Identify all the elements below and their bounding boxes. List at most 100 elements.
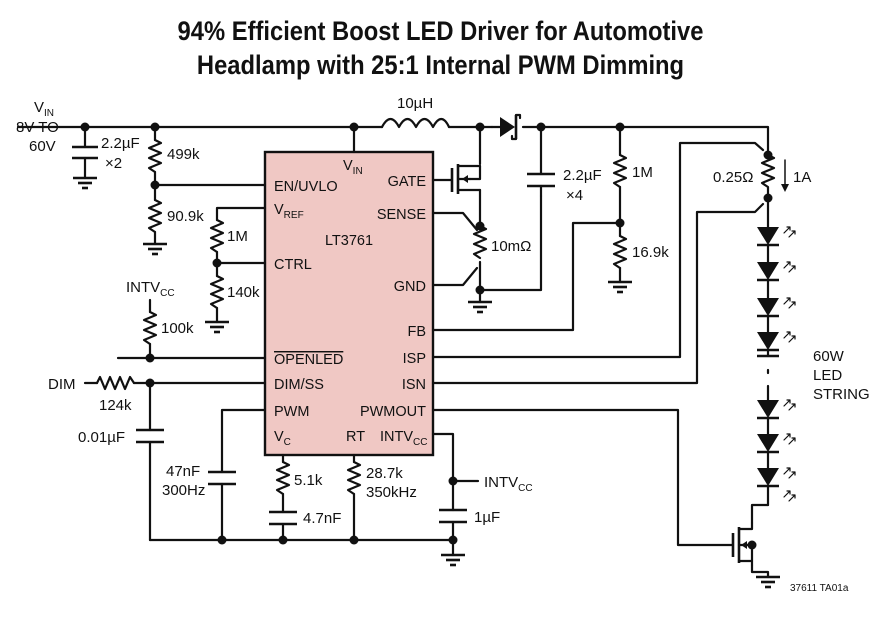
label-r-140k: 140k bbox=[227, 284, 260, 301]
figure-id: 37611 TA01a bbox=[790, 583, 849, 594]
label-inductor: 10µH bbox=[397, 95, 433, 112]
ic-part-number: LT3761 bbox=[325, 233, 373, 249]
label-r-1m-fb: 1M bbox=[632, 164, 653, 181]
input-capacitor bbox=[72, 145, 98, 160]
capacitor-4-7nf bbox=[269, 510, 297, 526]
capacitor-47nf bbox=[208, 470, 236, 486]
pin-intvcc: INTVCC bbox=[380, 429, 427, 448]
label-r-0-25ohm: 0.25Ω bbox=[713, 169, 753, 186]
ground-symbol bbox=[608, 280, 632, 294]
ground-symbol bbox=[756, 575, 780, 589]
resistor-5-1k bbox=[275, 460, 291, 496]
led bbox=[757, 467, 796, 488]
label-r-16-9k: 16.9k bbox=[632, 244, 669, 261]
inductor-10uh bbox=[380, 117, 451, 129]
label-c-1uf: 1µF bbox=[474, 509, 500, 526]
pin-pwm: PWM bbox=[274, 404, 309, 420]
label-vin: VIN bbox=[34, 99, 54, 119]
label-intvcc-right: INTVCC bbox=[484, 474, 533, 494]
title-line-1: 94% Efficient Boost LED Driver for Autom… bbox=[177, 16, 704, 46]
title-line-2: Headlamp with 25:1 Internal PWM Dimming bbox=[196, 50, 685, 80]
resistor-1m-fb bbox=[612, 153, 628, 189]
ground-symbol bbox=[468, 300, 492, 314]
label-led-string: STRING bbox=[813, 386, 870, 403]
label-r-499k: 499k bbox=[167, 146, 200, 163]
label-intvcc-left: INTVCC bbox=[126, 279, 175, 299]
label-vin-range-2: 60V bbox=[29, 138, 56, 155]
pin-en-uvlo: EN/UVLO bbox=[274, 179, 338, 195]
label-c-4-7nf: 4.7nF bbox=[303, 510, 341, 527]
pin-isp: ISP bbox=[403, 351, 426, 367]
pin-vc: VC bbox=[274, 429, 291, 448]
pin-isn: ISN bbox=[402, 377, 426, 393]
capacitor-output bbox=[527, 172, 555, 188]
label-freq-350khz: 350kHz bbox=[366, 484, 417, 501]
label-r-1m-ctrl: 1M bbox=[227, 228, 248, 245]
diagram-title: 94% Efficient Boost LED Driver for Autom… bbox=[0, 14, 881, 82]
resistor-100k bbox=[142, 310, 158, 346]
led bbox=[757, 261, 796, 282]
pin-vin: VIN bbox=[343, 158, 363, 177]
resistor-10mohm bbox=[472, 224, 488, 260]
led bbox=[757, 226, 796, 247]
label-r-100k: 100k bbox=[161, 320, 194, 337]
pin-ctrl: CTRL bbox=[274, 257, 312, 273]
label-cout-value: 2.2µF bbox=[563, 167, 602, 184]
label-cin-value: 2.2µF bbox=[101, 135, 140, 152]
label-r-90-9k: 90.9k bbox=[167, 208, 204, 225]
label-c-0-01uf: 0.01µF bbox=[78, 429, 125, 446]
ground-symbol bbox=[73, 176, 97, 190]
current-arrow bbox=[781, 159, 789, 192]
label-vin-range-1: 8V TO bbox=[16, 119, 59, 136]
label-cout-count: ×4 bbox=[566, 187, 583, 204]
label-led-type: LED bbox=[813, 367, 842, 384]
led-string bbox=[757, 226, 796, 502]
resistor-0-25ohm bbox=[760, 153, 776, 200]
schottky-diode bbox=[490, 113, 522, 141]
led bbox=[757, 297, 796, 318]
component-labels: VIN 8V TO 60V 2.2µF ×2 499k 90.9k 1M 140… bbox=[16, 95, 870, 594]
label-led-power: 60W bbox=[813, 348, 845, 365]
resistor-124k bbox=[95, 375, 136, 391]
pin-gate: GATE bbox=[388, 174, 427, 190]
led bbox=[783, 490, 796, 502]
resistor-1m-ctrl bbox=[209, 218, 225, 254]
ground-symbol bbox=[205, 320, 229, 334]
pin-dim-ss: DIM/SS bbox=[274, 377, 324, 393]
ic-pin-labels: VIN EN/UVLO VREF CTRL OPENLED DIM/SS PWM… bbox=[274, 158, 427, 448]
dimming-mosfet bbox=[731, 521, 754, 567]
ic-body bbox=[263, 150, 435, 457]
pin-sense: SENSE bbox=[377, 207, 426, 223]
label-freq-300hz: 300Hz bbox=[162, 482, 205, 499]
wires bbox=[16, 125, 770, 579]
label-c-47nf: 47nF bbox=[166, 463, 200, 480]
led bbox=[757, 331, 796, 352]
label-cin-count: ×2 bbox=[105, 155, 122, 172]
pin-vref: VREF bbox=[274, 202, 304, 221]
label-dim: DIM bbox=[48, 376, 76, 393]
led bbox=[757, 399, 796, 420]
label-r-124k: 124k bbox=[99, 397, 132, 414]
label-r-5-1k: 5.1k bbox=[294, 472, 323, 489]
label-current: 1A bbox=[793, 169, 811, 186]
resistor-499k bbox=[147, 138, 163, 174]
ground-symbol bbox=[441, 553, 465, 567]
resistor-28-7k bbox=[346, 460, 362, 496]
pin-openled: OPENLED bbox=[274, 352, 343, 368]
pin-rt: RT bbox=[346, 429, 365, 445]
pin-pwmout: PWMOUT bbox=[360, 404, 426, 420]
resistor-90-9k bbox=[147, 198, 163, 234]
resistor-16-9k bbox=[612, 234, 628, 270]
label-r-28-7k: 28.7k bbox=[366, 465, 403, 482]
junction-dots bbox=[80, 122, 773, 550]
ground-symbol bbox=[143, 242, 167, 256]
label-r-10mohm: 10mΩ bbox=[491, 238, 531, 255]
capacitor-0-01uf bbox=[136, 428, 164, 444]
led bbox=[757, 433, 796, 454]
pin-gnd: GND bbox=[394, 279, 426, 295]
resistor-140k bbox=[209, 274, 225, 310]
pin-fb: FB bbox=[407, 324, 426, 340]
switch-mosfet bbox=[450, 164, 482, 194]
capacitor-1uf bbox=[439, 508, 467, 524]
